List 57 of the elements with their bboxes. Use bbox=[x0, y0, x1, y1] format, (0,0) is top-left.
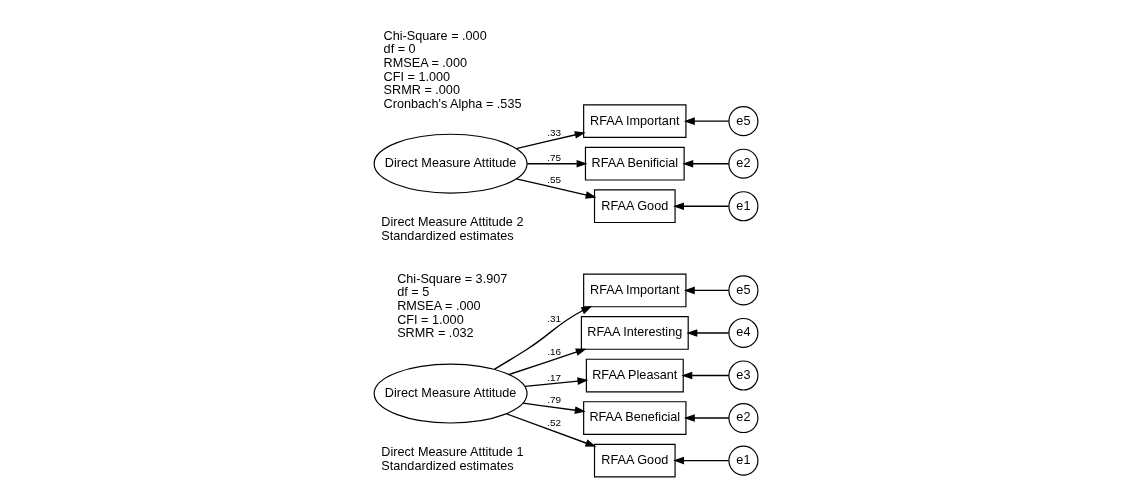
node-box: RFAA Beneficial bbox=[583, 401, 687, 435]
label: df = 0 bbox=[383, 42, 416, 57]
arrow bbox=[508, 348, 587, 376]
label: df = 5 bbox=[397, 285, 430, 300]
label: Chi-Square = 3.907 bbox=[397, 271, 508, 286]
label: CFI = 1.000 bbox=[383, 69, 451, 84]
node-box: RFAA Interesting bbox=[580, 316, 689, 350]
node-box: RFAA Good bbox=[593, 443, 676, 478]
label: Cronbach's Alpha = .535 bbox=[383, 96, 522, 111]
label: Chi-Square = .000 bbox=[383, 28, 487, 43]
edge-label: .75 bbox=[547, 151, 562, 163]
node-box: RFAA Important bbox=[583, 104, 687, 139]
arrow bbox=[515, 178, 597, 199]
label: CFI = 1.000 bbox=[397, 312, 464, 327]
node-circle: e3 bbox=[728, 360, 759, 391]
node-box: RFAA Benificial bbox=[584, 146, 685, 181]
node-ellipse: Direct Measure Attitude bbox=[373, 363, 528, 424]
node-circle: e4 bbox=[728, 317, 759, 349]
node-box: RFAA Pleasant bbox=[585, 358, 684, 393]
edge-label: .33 bbox=[547, 127, 562, 139]
node-circle: e5 bbox=[728, 275, 759, 306]
arrow bbox=[673, 202, 730, 211]
edge-label: .52 bbox=[547, 417, 562, 429]
arrow bbox=[683, 414, 730, 422]
arrow bbox=[681, 371, 730, 380]
arrow bbox=[505, 413, 597, 447]
label: Direct Measure Attitude 2 bbox=[381, 215, 524, 230]
arrow bbox=[515, 131, 586, 150]
node-circle: e2 bbox=[728, 148, 759, 179]
node-circle: e5 bbox=[728, 106, 759, 137]
edge-label: .17 bbox=[547, 371, 562, 383]
label: Direct Measure Attitude 1 bbox=[381, 445, 524, 460]
arrow bbox=[673, 456, 730, 465]
arrow bbox=[522, 402, 586, 414]
node-circle: e1 bbox=[728, 191, 759, 222]
node-circle: e1 bbox=[728, 445, 759, 476]
label: RMSEA = .000 bbox=[397, 299, 481, 314]
arrow bbox=[526, 159, 588, 168]
arrow bbox=[493, 305, 593, 370]
label: SRMR = .032 bbox=[397, 326, 474, 341]
node-box: RFAA Important bbox=[583, 273, 687, 308]
arrow bbox=[683, 286, 730, 295]
node-ellipse: Direct Measure Attitude bbox=[373, 133, 528, 194]
edge-label: .31 bbox=[547, 312, 562, 324]
arrow bbox=[683, 117, 730, 125]
arrow bbox=[524, 377, 589, 387]
label: RMSEA = .000 bbox=[383, 56, 467, 71]
node-circle: e2 bbox=[728, 403, 759, 434]
edge-label: .79 bbox=[547, 394, 562, 406]
node-box: RFAA Good bbox=[593, 189, 676, 224]
edge-label: .16 bbox=[547, 346, 562, 358]
arrow bbox=[686, 329, 730, 337]
label: SRMR = .000 bbox=[383, 83, 460, 98]
label: Standardized estimates bbox=[381, 228, 514, 243]
edge-label: .55 bbox=[547, 174, 562, 186]
label: Standardized estimates bbox=[381, 458, 514, 473]
arrow bbox=[682, 159, 730, 168]
